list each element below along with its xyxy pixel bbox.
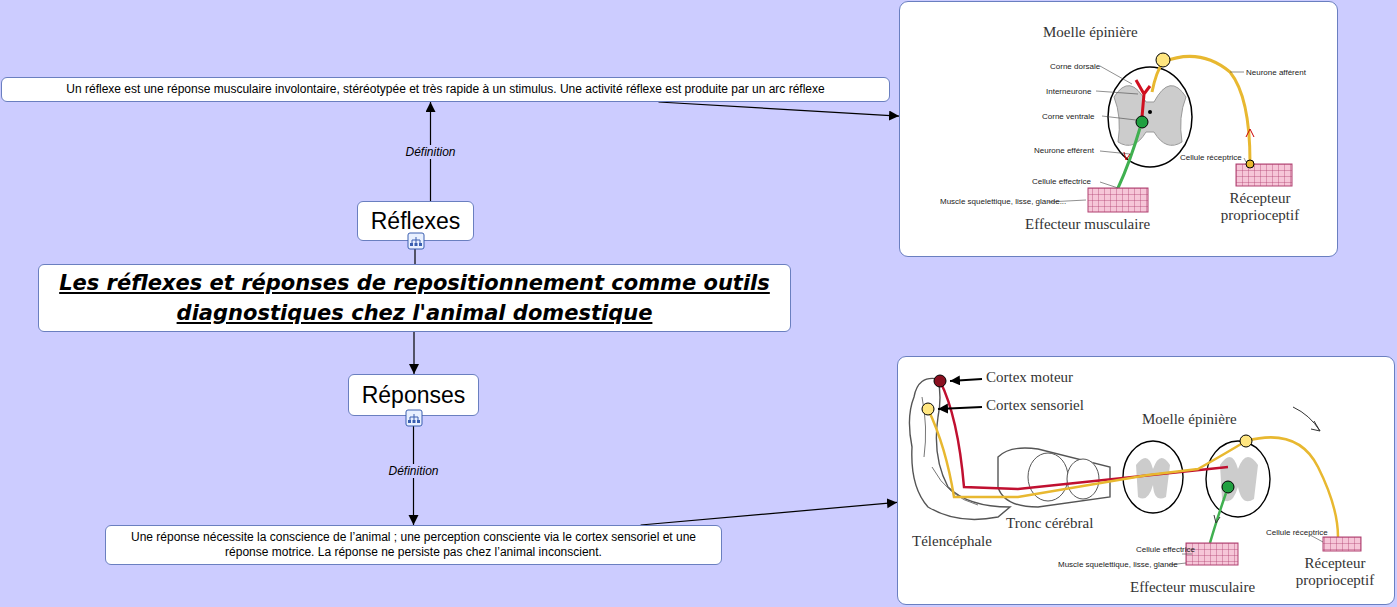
drawing-line	[1100, 151, 1130, 154]
connector	[641, 502, 897, 525]
drawing-line	[1096, 91, 1138, 94]
drawing-rect	[417, 420, 420, 423]
part-label: Tronc cérébral	[1006, 515, 1093, 532]
drawing-path	[1214, 515, 1220, 523]
drawing-line	[1100, 182, 1118, 188]
drawing-circle	[1148, 110, 1152, 114]
drawing-circle	[1222, 481, 1234, 493]
topic-box: Réponses	[348, 374, 479, 416]
drawing-ellipse	[1206, 441, 1270, 517]
part-label: Télencéphale	[912, 533, 992, 550]
drawing-path	[1114, 86, 1186, 146]
drawing-path	[412, 237, 420, 243]
drawing-rect	[408, 420, 411, 423]
connector	[413, 332, 414, 374]
title-text: Les réflexes et réponses de repositionne…	[47, 268, 782, 328]
drawing-circle	[934, 375, 946, 387]
part-label: Corne dorsale	[1050, 62, 1100, 71]
drawing-line	[1230, 72, 1244, 73]
drawing-rect	[413, 420, 416, 423]
topic-box: Réflexes	[357, 201, 474, 241]
drawing-rect	[1323, 537, 1361, 551]
drawing-path	[1136, 458, 1170, 499]
part-label: Cellule réceptrice	[1266, 528, 1328, 537]
drawing-rect	[1236, 164, 1292, 186]
drawing-path	[940, 381, 1228, 489]
edge-label: Définition	[386, 464, 440, 478]
drawing-circle	[1246, 160, 1254, 168]
drawing-rect	[419, 243, 422, 246]
drawing-line	[1100, 66, 1132, 84]
drawing-rect	[406, 410, 422, 426]
part-label: Muscle squelettique, lisse, glande...	[940, 197, 1066, 206]
subtopic-icon	[406, 410, 422, 426]
drawing-line	[1102, 116, 1136, 120]
part-label: Corne ventrale	[1042, 112, 1094, 121]
part-label: Interneurone	[1046, 87, 1091, 96]
drawing-path	[1210, 493, 1226, 543]
drawing-rect	[1088, 188, 1148, 212]
edge-label: Définition	[403, 145, 457, 159]
part-label: Cortex sensoriel	[986, 397, 1084, 414]
part-label: Muscle squelettique, lisse, glande	[1058, 560, 1178, 569]
illustration-panel: Moelle épinièreCorne dorsaleInterneurone…	[899, 1, 1338, 257]
neural-pathway-drawing	[909, 375, 1361, 565]
illustration-panel: Cortex moteurCortex sensorielMoelle épin…	[897, 356, 1395, 605]
drawing-path	[922, 397, 978, 505]
drawing-rect	[408, 233, 424, 249]
drawing-ellipse	[1067, 459, 1099, 499]
part-label: Récepteur proprioceptif	[1276, 555, 1394, 589]
part-label: Cortex moteur	[986, 369, 1073, 386]
part-label: Cellule effectrice	[1136, 545, 1195, 554]
part-label: Effecteur musculaire	[1025, 216, 1150, 233]
topic-label: Réponses	[362, 382, 466, 409]
drawing-path	[410, 414, 418, 420]
part-label: Cellule effectrice	[1032, 177, 1091, 186]
drawing-circle	[1136, 116, 1148, 128]
part-label: Neurone afférent	[1246, 68, 1306, 77]
drawing-rect	[410, 243, 413, 246]
drawing-path	[1293, 407, 1320, 431]
drawing-circle	[922, 403, 934, 415]
drawing-circle	[1240, 435, 1252, 447]
part-label: Cellule réceptrice	[1180, 153, 1242, 162]
definition-text: Une réponse nécessite la conscience de l…	[114, 530, 713, 560]
part-label: Récepteur proprioceptif	[1200, 190, 1320, 224]
drawing-line	[1244, 158, 1246, 162]
drawing-path	[1118, 128, 1140, 188]
drawing-rect	[415, 243, 418, 246]
drawing-path	[1136, 80, 1150, 117]
definition-box: Une réponse nécessite la conscience de l…	[105, 525, 722, 565]
central-topic: Les réflexes et réponses de repositionne…	[38, 264, 791, 332]
connector	[658, 102, 899, 116]
subtopic-icon	[408, 233, 424, 249]
drawing-path	[928, 409, 1338, 537]
topic-label: Réflexes	[371, 208, 460, 235]
part-label: Moelle épinière	[1142, 411, 1237, 428]
part-label: Effecteur musculaire	[1130, 579, 1255, 596]
connector	[414, 241, 415, 264]
drawing-ellipse	[1108, 67, 1192, 167]
definition-box: Un réflexe est une réponse musculaire in…	[1, 77, 890, 102]
drawing-circle	[1156, 53, 1170, 67]
drawing-line	[950, 379, 982, 381]
part-label: Moelle épinière	[1043, 24, 1138, 41]
drawing-line	[938, 407, 982, 409]
drawing-path	[1152, 56, 1250, 162]
part-label: Neurone efférent	[1034, 146, 1094, 155]
drawing-path	[1246, 129, 1254, 137]
definition-text: Un réflexe est une réponse musculaire in…	[10, 82, 881, 97]
